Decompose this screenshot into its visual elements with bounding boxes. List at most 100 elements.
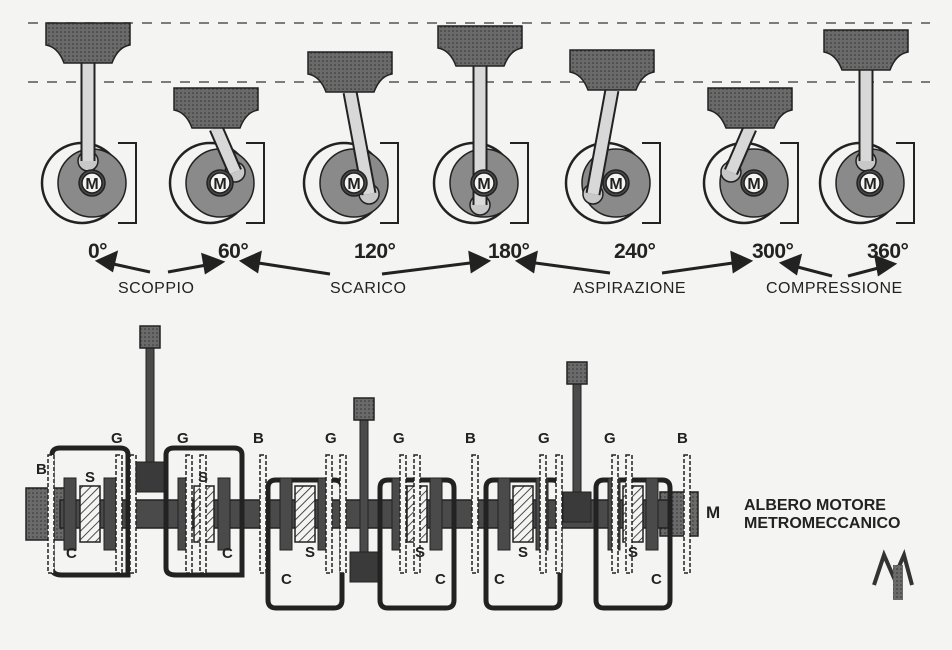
counterweight-outline — [483, 477, 563, 611]
counterweight-outline — [265, 477, 345, 611]
arrow-aspirazione — [514, 250, 754, 275]
crank-label-m: M — [609, 176, 622, 193]
crankshaft-caption: ALBERO MOTORE METROMECCANICO — [744, 497, 900, 533]
piston — [307, 51, 393, 93]
crankshaft-labels: B G G B G G B G G B S S S S S S C C C C … — [36, 430, 720, 588]
bearing-post — [683, 454, 691, 574]
piston — [45, 22, 131, 64]
label-g-5: G — [538, 430, 550, 447]
rod-cap — [353, 397, 375, 421]
cylinder-bracket — [118, 142, 137, 224]
counterweight-outline — [163, 445, 245, 578]
bearing-post — [471, 454, 479, 574]
crank-hub-center — [209, 172, 231, 194]
crankshaft-rod-0 — [135, 325, 165, 493]
crank-throw-1 — [163, 445, 245, 578]
connecting-rod — [725, 125, 756, 175]
caption-line-1: ALBERO MOTORE — [744, 497, 886, 514]
hatched-journal — [79, 485, 101, 543]
arrow-scoppio — [94, 250, 226, 275]
phase-label-compressione: COMPRESSIONE — [766, 280, 903, 297]
cylinder-bracket — [246, 142, 265, 224]
piston — [173, 87, 259, 129]
crank-web — [217, 477, 231, 551]
crank-mechanism-0: M — [40, 22, 137, 225]
bearing-post — [185, 454, 193, 574]
cylinder-bracket — [510, 142, 529, 224]
piston — [823, 29, 909, 71]
label-g-2: G — [177, 430, 189, 447]
rod-cap — [566, 361, 588, 385]
label-c-6: C — [651, 571, 662, 588]
cylinder-bracket — [642, 142, 661, 224]
label-m-shaft: M — [706, 503, 720, 522]
angle-label-360: 360° — [867, 240, 909, 263]
crank-throw-4 — [483, 477, 563, 611]
crank-hub-center — [81, 172, 103, 194]
bearing-post — [611, 454, 619, 574]
bearing-post — [129, 454, 137, 574]
angle-label-60: 60° — [218, 240, 249, 263]
rod-cap — [139, 325, 161, 349]
bearing-post — [555, 454, 563, 574]
label-c-3: C — [281, 571, 292, 588]
bearing-post — [115, 454, 123, 574]
cylinder-bracket — [780, 142, 799, 224]
crank-web — [63, 477, 77, 551]
crank-web — [429, 477, 443, 551]
label-c-1: C — [66, 545, 77, 562]
label-s-3: S — [305, 544, 315, 561]
arrow-compressione — [778, 253, 898, 278]
connecting-rod — [210, 125, 241, 175]
crank-web — [645, 477, 659, 551]
angle-label-240: 240° — [614, 240, 656, 263]
counterweight-outline — [593, 477, 673, 611]
crank-mechanism-6: M — [818, 29, 915, 225]
crank-hub-center — [343, 172, 365, 194]
bearing-post — [325, 454, 333, 574]
crank-hub-center — [859, 172, 881, 194]
crank-throw-0 — [49, 445, 131, 578]
connecting-rod — [587, 89, 618, 195]
bearing-post — [625, 454, 633, 574]
rod-big-end — [562, 491, 592, 523]
crankshaft-rod-2 — [562, 361, 592, 523]
label-s-5: S — [518, 544, 528, 561]
angle-label-300: 300° — [752, 240, 794, 263]
label-g-1: G — [111, 430, 123, 447]
crank-label-m: M — [747, 176, 760, 193]
bearing-post — [339, 454, 347, 574]
counterweight-outline — [377, 477, 457, 611]
crank-hub-center — [743, 172, 765, 194]
crank-label-m: M — [477, 176, 490, 193]
piston — [569, 49, 655, 91]
piston — [707, 87, 793, 129]
crank-label-m: M — [213, 176, 226, 193]
angle-label-0: 0° — [88, 240, 108, 263]
label-s-6: S — [628, 544, 638, 561]
phase-label-scarico: SCARICO — [330, 280, 407, 297]
label-s-1: S — [85, 469, 95, 486]
hatched-journal — [294, 485, 316, 543]
bearing-post — [399, 454, 407, 574]
rod-big-end — [135, 461, 165, 493]
hatched-journal — [512, 485, 534, 543]
crank-mechanism-4: M — [564, 49, 661, 225]
crank-throw-5 — [593, 477, 673, 611]
bearing-post — [47, 454, 55, 574]
crank-label-m: M — [347, 176, 360, 193]
arrow-scarico — [238, 250, 492, 276]
bearing-post — [539, 454, 547, 574]
label-s-2: S — [198, 469, 208, 486]
caption-line-2: METROMECCANICO — [744, 515, 901, 532]
label-g-6: G — [604, 430, 616, 447]
metromeccanico-logo — [872, 548, 914, 600]
angle-label-180: 180° — [488, 240, 530, 263]
cylinder-bracket — [896, 142, 915, 224]
crankshaft-rod-1 — [349, 397, 379, 583]
phase-arrows — [94, 250, 898, 278]
crank-mechanism-5: M — [702, 87, 799, 225]
phase-label-scoppio: SCOPPIO — [118, 280, 195, 297]
label-g-3: G — [325, 430, 337, 447]
